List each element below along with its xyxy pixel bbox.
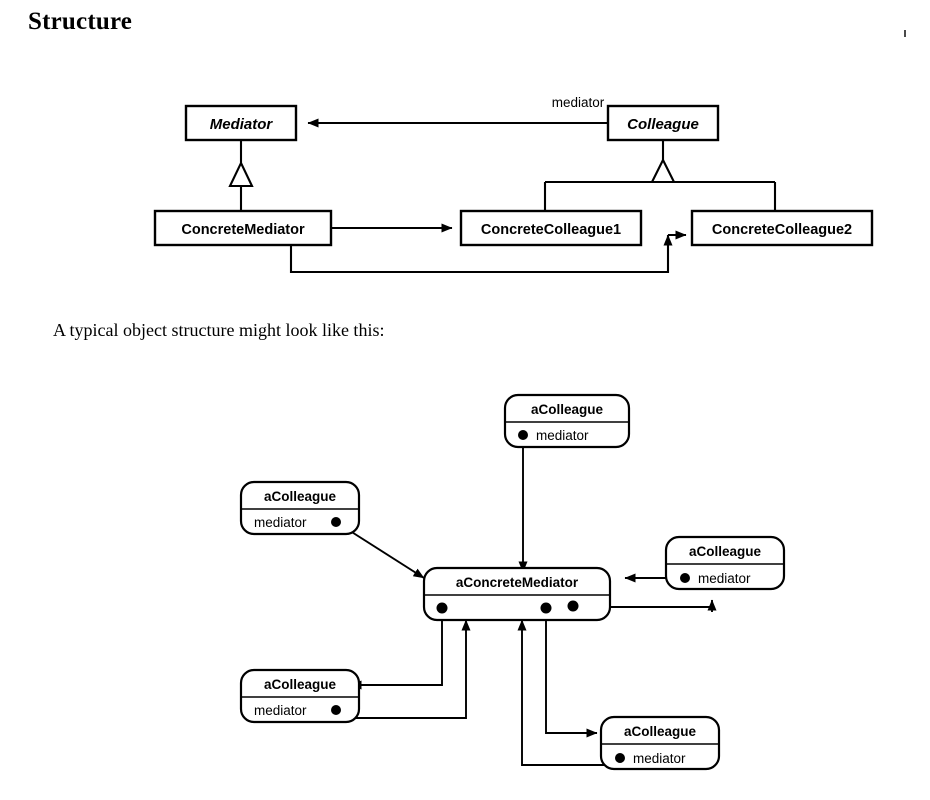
class-label-concrete-mediator: ConcreteMediator <box>181 222 305 238</box>
class-label-concrete-colleague-2: ConcreteColleague2 <box>712 222 852 238</box>
edge-colleague-bottom-right-to-mediator <box>517 619 620 766</box>
class-label-concrete-colleague-1: ConcreteColleague1 <box>481 222 621 238</box>
class-box-colleague[interactable]: Colleague <box>606 104 720 142</box>
reference-dot-icon <box>331 705 341 715</box>
edge-concretemediator-to-colleague2 <box>289 230 687 274</box>
object-label-colleague-left: aColleague <box>264 489 337 504</box>
reference-dot-icon <box>436 602 448 614</box>
class-box-concrete-colleague-1[interactable]: ConcreteColleague1 <box>459 209 643 247</box>
object-attr-colleague-right: mediator <box>698 571 751 586</box>
class-label-colleague: Colleague <box>627 116 699 133</box>
reference-dot-icon <box>680 573 690 583</box>
page-title: Structure <box>28 8 133 35</box>
edge-label-mediator: mediator <box>552 95 605 110</box>
object-box-concrete-mediator[interactable]: aConcreteMediator <box>422 566 612 622</box>
object-attr-colleague-left: mediator <box>254 515 307 530</box>
object-label-concrete-mediator: aConcreteMediator <box>456 575 579 590</box>
object-attr-colleague-top: mediator <box>536 428 589 443</box>
reference-dot-icon <box>540 602 552 614</box>
class-box-concrete-colleague-2[interactable]: ConcreteColleague2 <box>690 209 874 247</box>
object-box-colleague-right[interactable]: aColleague mediator <box>664 535 786 591</box>
edge-mediator-to-colleague-bottom-right <box>545 612 598 738</box>
object-attr-colleague-bottom-left: mediator <box>254 703 307 718</box>
page-corner-mark <box>904 30 906 37</box>
object-label-colleague-bottom-left: aColleague <box>264 677 337 692</box>
reference-dot-icon <box>567 600 579 612</box>
edge-generalization-colleague <box>543 140 777 211</box>
object-box-colleague-bottom-right[interactable]: aColleague mediator <box>599 715 721 771</box>
object-box-colleague-top[interactable]: aColleague mediator <box>503 393 631 449</box>
class-box-mediator[interactable]: Mediator <box>184 104 298 142</box>
caption-text: A typical object structure might look li… <box>53 320 385 340</box>
object-label-colleague-bottom-right: aColleague <box>624 724 697 739</box>
edge-mediator-to-colleague-right <box>573 599 717 612</box>
reference-dot-icon <box>615 753 625 763</box>
object-box-colleague-left[interactable]: aColleague mediator <box>239 480 361 536</box>
edge-generalization-mediator <box>228 140 254 211</box>
edge-colleague-bottom-left-to-mediator <box>336 619 471 719</box>
reference-dot-icon <box>331 517 341 527</box>
object-label-colleague-top: aColleague <box>531 402 604 417</box>
class-box-concrete-mediator[interactable]: ConcreteMediator <box>153 209 333 247</box>
class-label-mediator: Mediator <box>210 116 274 133</box>
edge-mediator-to-colleague-bottom-left <box>350 612 443 690</box>
object-box-colleague-bottom-left[interactable]: aColleague mediator <box>239 668 361 724</box>
reference-dot-icon <box>518 430 528 440</box>
object-attr-colleague-bottom-right: mediator <box>633 751 686 766</box>
object-label-colleague-right: aColleague <box>689 544 762 559</box>
